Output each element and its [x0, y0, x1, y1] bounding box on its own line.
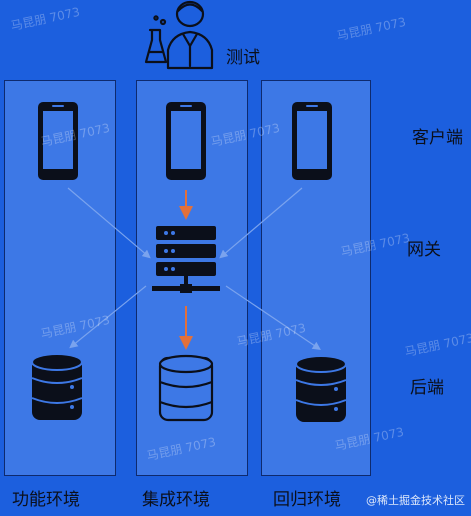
database-icon-integration — [158, 354, 214, 422]
connector-gateway-db3 — [225, 285, 321, 351]
connector-phone1-gateway — [67, 187, 151, 259]
tester-person-icon — [144, 0, 214, 70]
layer-label-client: 客户端 — [412, 128, 463, 148]
connector-gateway-db1 — [69, 285, 147, 349]
tester-label: 测试 — [226, 48, 260, 68]
mobile-phone-icon-regression — [292, 102, 332, 180]
layer-label-gateway: 网关 — [407, 240, 441, 260]
mobile-phone-icon-integration — [166, 102, 206, 180]
database-icon-regression — [295, 355, 347, 422]
server-rack-icon — [152, 226, 220, 293]
env-label-regression: 回归环境 — [273, 490, 341, 510]
credit-text: @稀土掘金技术社区 — [366, 494, 465, 507]
env-label-functional: 功能环境 — [12, 490, 80, 510]
layer-label-backend: 后端 — [410, 378, 444, 398]
connector-phone3-gateway — [219, 187, 303, 259]
env-label-integration: 集成环境 — [142, 490, 210, 510]
mobile-phone-icon-functional — [38, 102, 78, 180]
database-icon-functional — [31, 353, 83, 420]
